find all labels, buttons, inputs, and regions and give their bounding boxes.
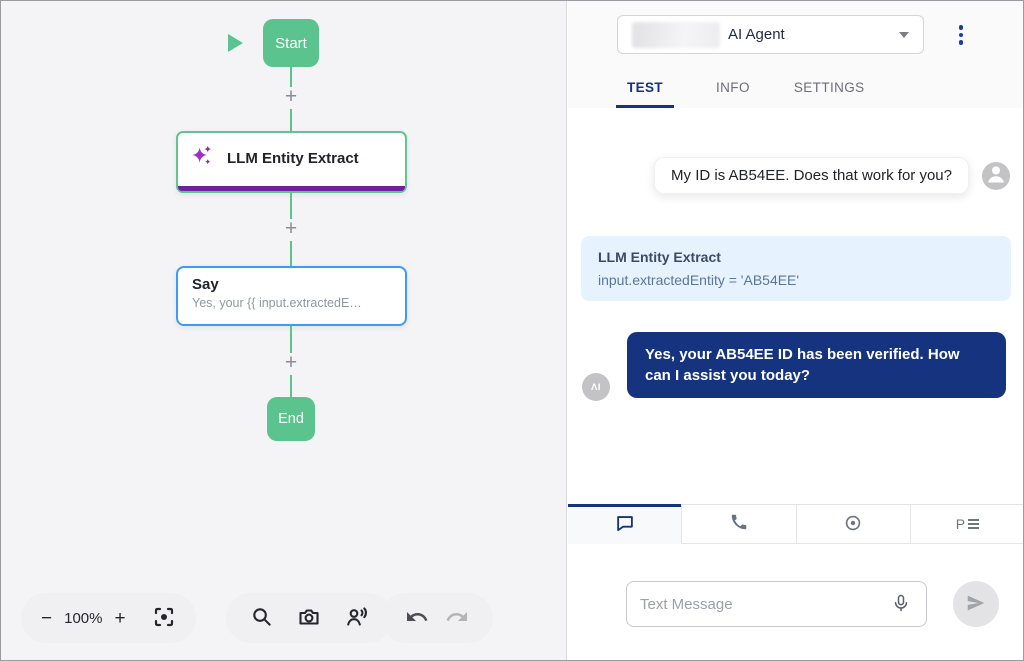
prompt-letter: P <box>955 516 966 532</box>
focus-frame-icon <box>152 605 176 632</box>
undo-button[interactable] <box>405 605 429 632</box>
plus-icon: + <box>114 607 126 629</box>
target-icon <box>842 512 864 537</box>
user-message-bubble: My ID is AB54EE. Does that work for you? <box>654 157 969 194</box>
panel-menu-button[interactable] <box>951 20 971 50</box>
trace-card-title: LLM Entity Extract <box>598 249 721 265</box>
add-step-button[interactable]: + <box>279 351 303 375</box>
test-panel: AI Agent TEST INFO SETTINGS My ID is AB5… <box>568 1 1023 660</box>
chat-transcript[interactable]: My ID is AB54EE. Does that work for you?… <box>568 108 1023 504</box>
center-canvas-button[interactable] <box>152 605 176 632</box>
camera-icon <box>297 605 321 632</box>
search-icon <box>250 605 273 631</box>
plus-icon: + <box>284 85 298 108</box>
channel-tab-text[interactable] <box>568 504 683 544</box>
tab-test[interactable]: TEST <box>616 80 674 108</box>
message-composer <box>568 544 1023 660</box>
kebab-dot <box>958 40 964 45</box>
zoom-toolbar: − 100% + <box>21 593 196 643</box>
llm-entity-extract-node[interactable]: LLM Entity Extract <box>176 131 407 193</box>
ai-avatar-label: ΛI <box>591 381 601 393</box>
bot-message-bubble: Yes, your AB54EE ID has been verified. H… <box>627 332 1006 398</box>
search-button[interactable] <box>250 605 273 631</box>
send-icon <box>965 592 987 617</box>
voice-test-button[interactable] <box>345 605 369 632</box>
user-message-row: My ID is AB54EE. Does that work for you? <box>654 157 1010 194</box>
llm-node-title: LLM Entity Extract <box>227 149 359 167</box>
zoom-level: 100% <box>64 609 103 627</box>
llm-node-accent-bar <box>178 186 405 191</box>
panel-tabs: TEST INFO SETTINGS <box>616 80 867 108</box>
plus-icon: + <box>284 351 298 374</box>
llm-trace-card: LLM Entity Extract input.extractedEntity… <box>581 236 1011 301</box>
channel-tab-target[interactable] <box>796 505 911 544</box>
channel-tab-call[interactable] <box>682 505 797 544</box>
zoom-out-button[interactable]: − <box>41 609 52 628</box>
channel-tabs: P <box>568 504 1023 544</box>
prompt-log-icon: P <box>955 516 980 532</box>
phone-icon <box>728 512 749 536</box>
chevron-down-icon <box>899 31 909 38</box>
say-node-title: Say <box>192 276 219 293</box>
panel-header: AI Agent TEST INFO SETTINGS <box>568 1 1023 108</box>
say-node-preview: Yes, your {{ input.extractedE… <box>192 296 362 310</box>
tab-settings[interactable]: SETTINGS <box>792 80 867 108</box>
sparkles-icon <box>191 144 214 172</box>
voice-person-icon <box>345 605 369 632</box>
tab-info[interactable]: INFO <box>714 80 752 108</box>
redacted-agent-name <box>632 21 720 48</box>
message-input[interactable] <box>640 595 889 613</box>
zoom-in-button[interactable]: + <box>114 609 125 628</box>
microphone-icon <box>891 593 911 616</box>
screenshot-button[interactable] <box>297 605 321 632</box>
end-node[interactable]: End <box>267 397 315 441</box>
add-step-button[interactable]: + <box>279 217 303 241</box>
prompt-lines <box>968 518 980 530</box>
redo-icon <box>445 605 469 632</box>
history-toolbar <box>381 593 493 643</box>
user-avatar <box>982 162 1010 190</box>
minus-icon: − <box>41 607 53 629</box>
person-icon <box>982 160 1010 193</box>
add-step-button[interactable]: + <box>279 85 303 109</box>
channel-tab-prompt[interactable]: P <box>910 505 1023 544</box>
start-node-label: Start <box>275 34 307 52</box>
kebab-dot <box>958 25 964 30</box>
agent-selector-value: AI Agent <box>728 26 785 43</box>
send-button[interactable] <box>953 581 999 627</box>
plus-icon: + <box>284 217 298 240</box>
chat-bubble-icon <box>614 512 636 537</box>
ai-avatar: ΛI <box>582 373 610 401</box>
end-node-label: End <box>278 411 304 427</box>
message-input-box <box>626 581 927 627</box>
say-node[interactable]: Say Yes, your {{ input.extractedE… <box>176 266 407 326</box>
undo-icon <box>405 605 429 632</box>
canvas-tools-toolbar <box>226 593 393 643</box>
run-from-start-icon[interactable] <box>228 34 243 52</box>
agent-selector-dropdown[interactable]: AI Agent <box>617 15 924 54</box>
start-node[interactable]: Start <box>263 19 319 67</box>
redo-button[interactable] <box>445 605 469 632</box>
kebab-dot <box>958 32 964 38</box>
bot-message-row: ΛI Yes, your AB54EE ID has been verified… <box>582 332 1006 401</box>
microphone-button[interactable] <box>889 593 913 616</box>
trace-card-detail: input.extractedEntity = 'AB54EE' <box>598 272 800 288</box>
flow-canvas[interactable]: Start + LLM Entity Extract + <box>1 1 567 660</box>
